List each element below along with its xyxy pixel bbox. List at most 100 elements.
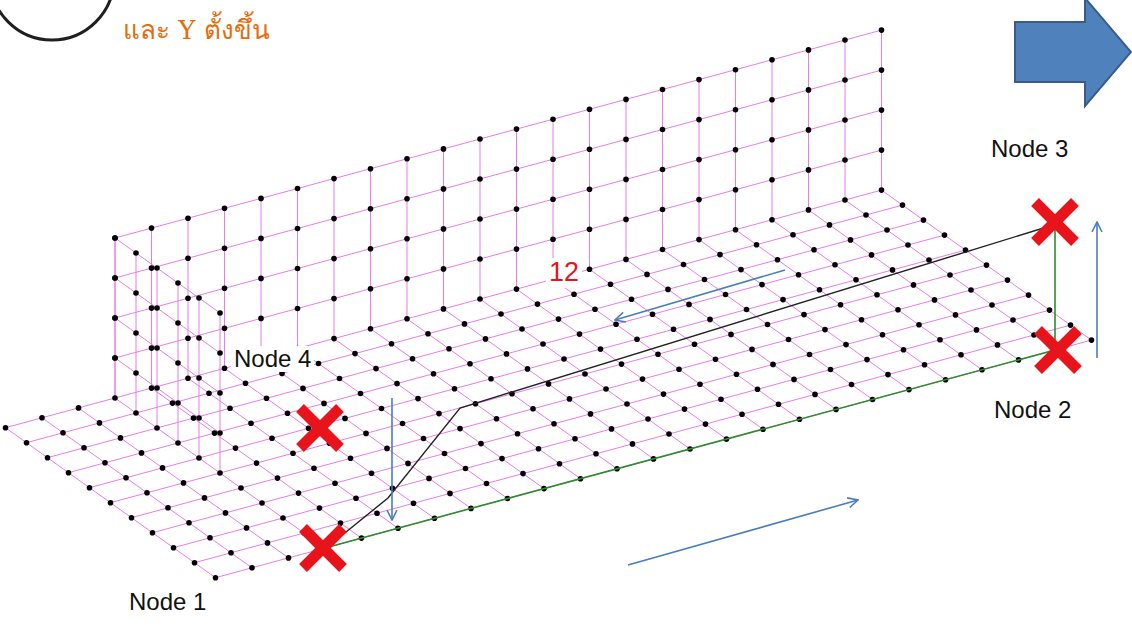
grid-dot: [441, 266, 447, 272]
grid-dot: [1068, 322, 1074, 328]
grid-dot: [358, 391, 364, 397]
grid-dot: [879, 27, 885, 33]
grid-dot: [587, 107, 593, 113]
grid-dot: [786, 337, 792, 343]
grid-dot: [175, 360, 181, 366]
grid-dot: [811, 247, 817, 253]
grid-dot: [191, 415, 197, 421]
grid-dot: [175, 320, 181, 326]
grid-dot: [806, 207, 812, 213]
grid-dot: [494, 416, 500, 422]
grid-dot: [300, 386, 306, 392]
grid-dot: [953, 312, 959, 318]
grid-dot: [968, 287, 974, 293]
grid-dot: [295, 226, 301, 232]
grid-dot: [441, 306, 447, 312]
grid-dot: [467, 361, 473, 367]
grid-dot: [133, 410, 139, 416]
grid-dot: [588, 411, 594, 417]
grid-dot: [212, 430, 218, 436]
grid-dot: [269, 435, 275, 441]
grid-dot: [947, 272, 953, 278]
grid-dot: [258, 316, 264, 322]
grid-line: [298, 349, 508, 499]
grid-dot: [921, 217, 927, 223]
grid-dot: [259, 500, 265, 506]
direction-arrow: [1096, 222, 1098, 358]
grid-dot: [196, 335, 202, 341]
grid-dot: [1010, 317, 1016, 323]
grid-dot: [196, 375, 202, 381]
grid-line: [115, 238, 220, 313]
grid-dot: [623, 177, 629, 183]
grid-dot: [550, 156, 556, 162]
grid-dot: [827, 222, 833, 228]
grid-dot: [958, 352, 964, 358]
grid-dot: [238, 485, 244, 491]
grid-dot: [133, 370, 139, 376]
grid-dot: [723, 292, 729, 298]
grid-dot: [812, 392, 818, 398]
grid-dot: [436, 411, 442, 417]
grid-dot: [692, 342, 698, 348]
grid-dot: [582, 371, 588, 377]
grid-dot: [557, 461, 563, 467]
grid-dot: [515, 431, 521, 437]
grid-dot: [374, 510, 380, 516]
grid-dot: [623, 257, 629, 263]
grid-dot: [681, 262, 687, 268]
grid-line: [444, 309, 654, 459]
grid-dot: [150, 530, 156, 536]
grid-dot: [425, 331, 431, 337]
grid-line: [115, 150, 882, 358]
grid-dot: [853, 277, 859, 283]
grid-line: [407, 319, 617, 469]
grid-dot: [572, 436, 578, 442]
grid-dot: [478, 441, 484, 447]
mesh-grid: [3, 27, 1095, 580]
grid-dot: [901, 347, 907, 353]
grid-dot: [806, 87, 812, 93]
grid-dot: [520, 471, 526, 477]
grid-dot: [660, 247, 666, 253]
grid-dot: [696, 117, 702, 123]
grid-dot: [154, 305, 160, 311]
grid-dot: [286, 555, 292, 561]
grid-dot: [718, 396, 724, 402]
heading-fragment: และ Y ตั้งขึ้น: [120, 16, 273, 45]
grid-dot: [703, 421, 709, 427]
grid-dot: [916, 322, 922, 328]
grid-dot: [185, 295, 191, 301]
grid-dot: [404, 276, 410, 282]
grid-dot: [822, 327, 828, 333]
x-mark: [1038, 330, 1078, 370]
grid-dot: [311, 465, 317, 471]
grid-dot: [769, 177, 775, 183]
grid-dot: [749, 347, 755, 353]
grid-dot: [170, 400, 176, 406]
grid-dot: [613, 321, 619, 327]
block-arrow: [1015, 0, 1131, 106]
grid-dot: [738, 267, 744, 273]
grid-dot: [629, 297, 635, 303]
black-edge: [330, 226, 1050, 545]
grid-dot: [243, 381, 249, 387]
grid-dot: [864, 357, 870, 363]
grid-dot: [859, 317, 865, 323]
grid-dot: [807, 352, 813, 358]
grid-dot: [81, 445, 87, 451]
grid-line: [772, 220, 982, 370]
grid-dot: [739, 411, 745, 417]
grid-dot: [879, 147, 885, 153]
grid-dot: [880, 332, 886, 338]
grid-dot: [76, 405, 82, 411]
green-edge: [1054, 222, 1056, 350]
node-label: Node 3: [988, 136, 1071, 162]
callout-number: 12: [546, 258, 582, 288]
grid-line: [736, 230, 946, 380]
grid-dot: [842, 197, 848, 203]
grid-dot: [603, 386, 609, 392]
grid-line: [480, 299, 690, 449]
grid-dot: [733, 147, 739, 153]
